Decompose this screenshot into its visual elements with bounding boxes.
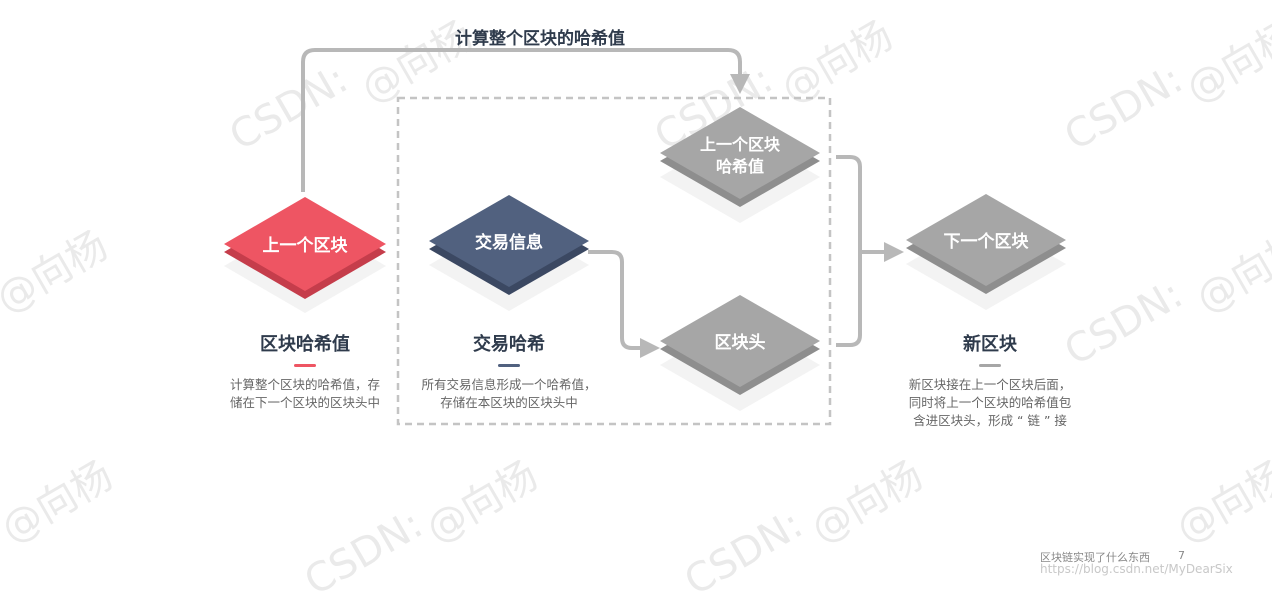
merge-bracket (836, 155, 862, 347)
dashed-block-frame (396, 96, 832, 426)
diagram-svg: 上一个区块 交易信息 上一个区块 哈希值 区块头 (224, 48, 1066, 426)
desc-line: 计算整个区块的哈希值，存 (229, 377, 380, 392)
caption-block-hash-desc: 计算整个区块的哈希值，存 储在下一个区块的区块头中 (205, 376, 405, 412)
caption-new-block-bar (979, 364, 1001, 367)
desc-line: 含进区块头，形成 “ 链 ” 接 (913, 413, 1067, 428)
footer-page-number: 7 (1178, 549, 1185, 562)
desc-line: 新区块接在上一个区块后面， (908, 377, 1072, 392)
caption-block-hash-bar (294, 364, 316, 367)
desc-line: 同时将上一个区块的哈希值包 (908, 395, 1072, 410)
node-prev-hash-label-1: 上一个区块 (700, 135, 781, 154)
node-block-header: 区块头 (660, 295, 820, 411)
desc-line: 储在下一个区块的区块头中 (229, 395, 380, 410)
node-tx-info: 交易信息 (429, 195, 589, 311)
node-next-block-label: 下一个区块 (944, 231, 1030, 252)
caption-new-block-desc: 新区块接在上一个区块后面， 同时将上一个区块的哈希值包 含进区块头，形成 “ 链… (880, 376, 1100, 430)
footer-url[interactable]: https://blog.csdn.net/MyDearSix (1040, 562, 1233, 576)
node-prev-block: 上一个区块 (224, 197, 386, 313)
arrow-loop-top (301, 48, 750, 192)
node-tx-info-label: 交易信息 (475, 232, 543, 253)
caption-tx-hash-title: 交易哈希 (473, 334, 545, 355)
node-next-block: 下一个区块 (906, 194, 1066, 310)
node-prev-hash-label-2: 哈希值 (716, 157, 764, 176)
caption-block-hash-title: 区块哈希值 (260, 334, 350, 355)
node-block-header-label: 区块头 (715, 333, 766, 353)
diagram-canvas: CSDN: @向杨 CSDN: @向杨 CSDN: @向杨 @向杨 @向杨 CS… (0, 13, 1272, 605)
node-prev-hash: 上一个区块 哈希值 (660, 107, 820, 223)
loop-arrow-label: 计算整个区块的哈希值 (455, 29, 625, 49)
caption-tx-hash-desc: 所有交易信息形成一个哈希值， 存储在本区块的区块头中 (399, 376, 619, 412)
caption-new-block-title: 新区块 (963, 334, 1017, 355)
footer-title: 区块链实现了什么东西 (1040, 551, 1150, 564)
caption-tx-hash-bar (498, 364, 520, 367)
node-prev-block-label: 上一个区块 (263, 235, 349, 256)
desc-line: 存储在本区块的区块头中 (440, 395, 578, 410)
arrow-tx-to-header (588, 250, 660, 358)
desc-line: 所有交易信息形成一个哈希值， (421, 377, 597, 392)
